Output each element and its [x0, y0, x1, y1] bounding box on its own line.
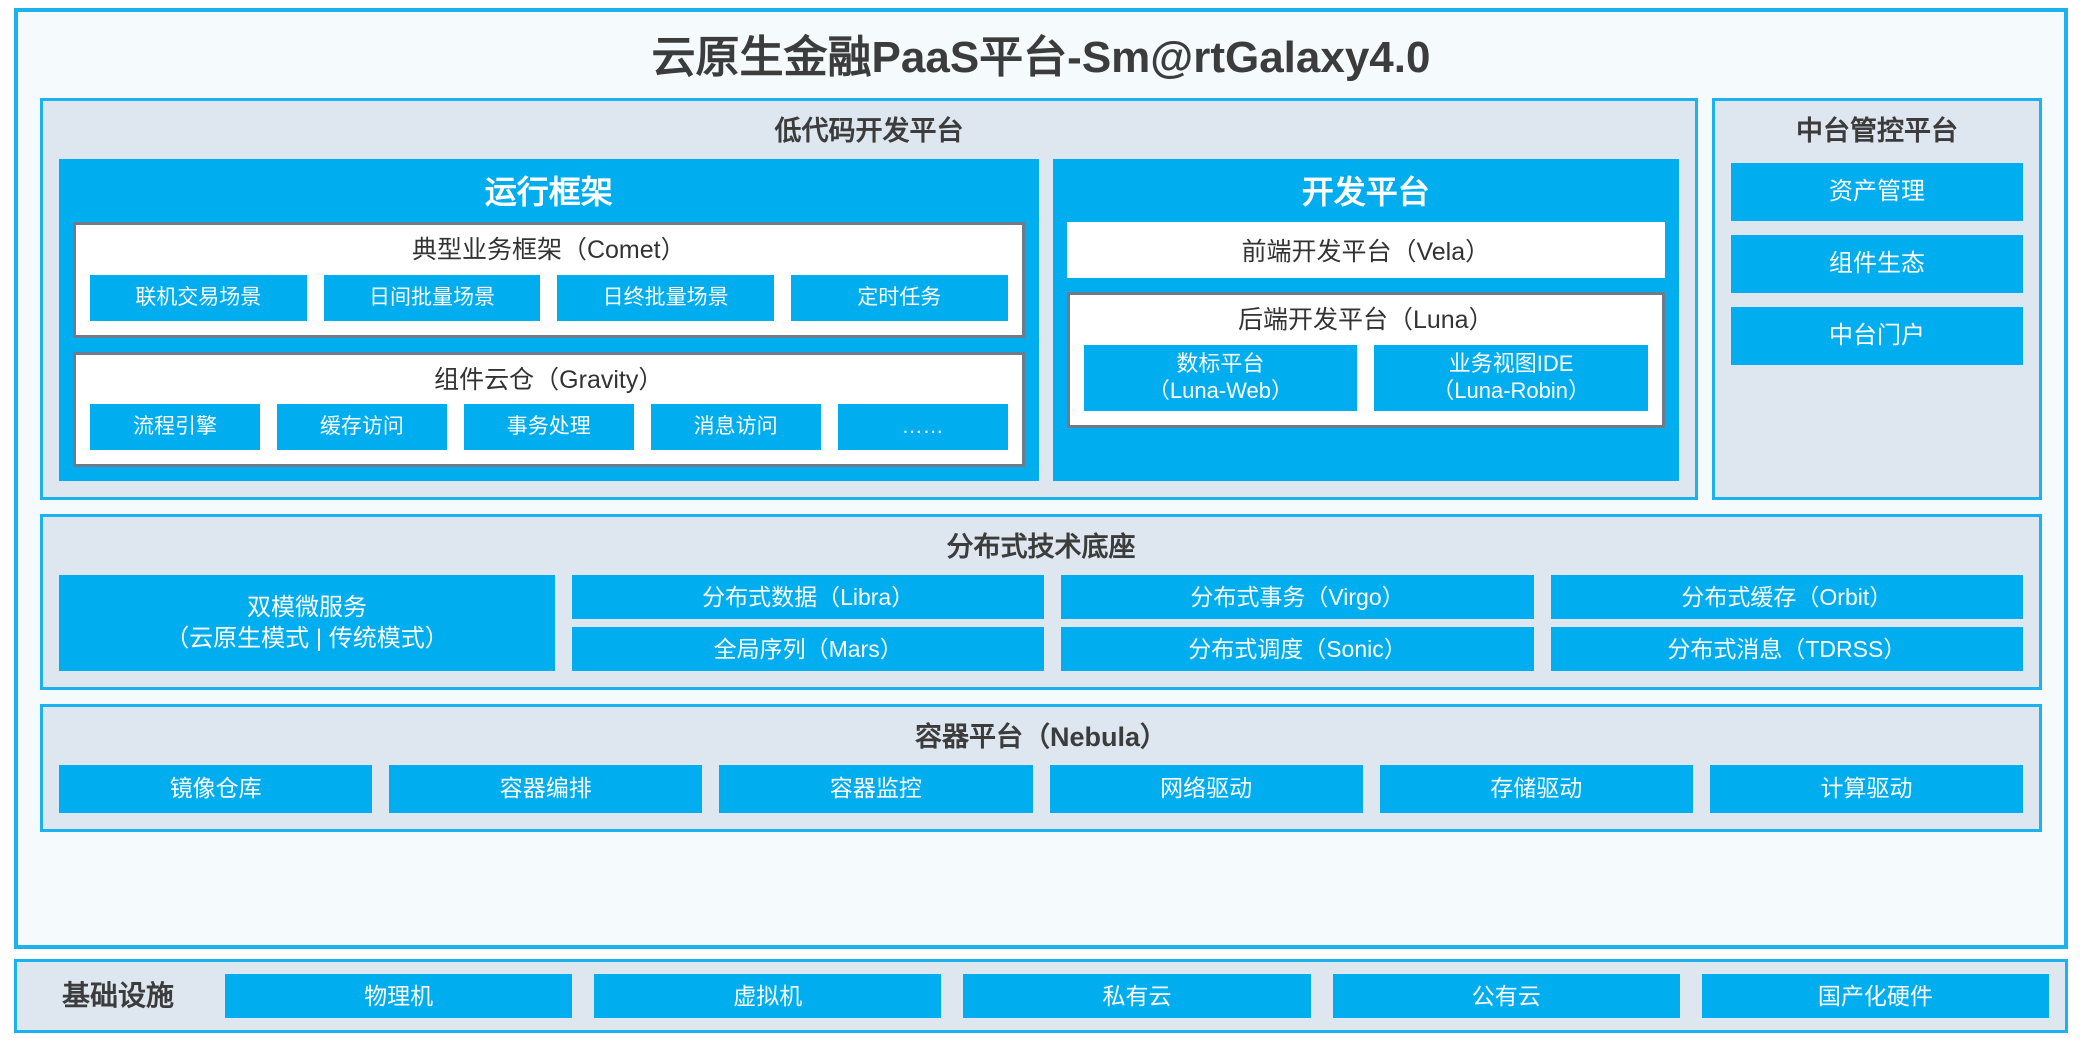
- container-tile-monitoring[interactable]: 容器监控: [719, 764, 1033, 813]
- infrastructure-tile-row: 物理机 虚拟机 私有云 公有云 国产化硬件: [225, 974, 2050, 1018]
- midctrl-tile-asset-management[interactable]: 资产管理: [1731, 163, 2023, 222]
- dist-tile-mars[interactable]: 全局序列（Mars）: [571, 626, 1045, 671]
- gravity-tile-ellipsis[interactable]: ……: [837, 404, 1008, 451]
- comet-tile-scheduled-task[interactable]: 定时任务: [790, 274, 1008, 321]
- container-tile-compute-driver[interactable]: 计算驱动: [1709, 764, 2024, 813]
- gravity-tile-row: 流程引擎 缓存访问 事务处理 消息访问 ……: [90, 404, 1008, 451]
- card-comet: 典型业务框架（Comet） 联机交易场景 日间批量场景 日终批量场景 定时任务: [73, 222, 1025, 338]
- dist-column-1: 分布式数据（Libra） 全局序列（Mars）: [571, 574, 1045, 671]
- dist-column-2: 分布式事务（Virgo） 分布式调度（Sonic）: [1061, 574, 1534, 671]
- platform-main-card: 云原生金融PaaS平台-Sm@rtGalaxy4.0 低代码开发平台 运行框架 …: [14, 8, 2068, 949]
- page-title: 云原生金融PaaS平台-Sm@rtGalaxy4.0: [651, 33, 1431, 82]
- dist-tile-virgo[interactable]: 分布式事务（Virgo）: [1061, 574, 1534, 619]
- card-luna: 后端开发平台（Luna） 数标平台 （Luna-Web） 业务视图IDE （Lu…: [1066, 292, 1665, 428]
- container-platform-title: 容器平台（Nebula）: [914, 721, 1168, 752]
- infra-tile-domestic-hardware[interactable]: 国产化硬件: [1701, 974, 2050, 1018]
- panel-midctrl-platform: 中台管控平台 资产管理 组件生态 中台门户: [1712, 98, 2042, 501]
- panel-distributed-base: 分布式技术底座 双模微服务 （云原生模式 | 传统模式） 分布式数据（Libra…: [40, 514, 2042, 690]
- gravity-tile-cache-access[interactable]: 缓存访问: [276, 404, 447, 451]
- comet-tile-eod-batch[interactable]: 日终批量场景: [557, 274, 774, 321]
- container-tile-orchestration[interactable]: 容器编排: [389, 764, 703, 813]
- dist-tile-sonic[interactable]: 分布式调度（Sonic）: [1061, 626, 1534, 671]
- panel-lowcode-platform: 低代码开发平台 运行框架 典型业务框架（Comet） 联机交易场景 日间批量场景…: [40, 98, 1698, 501]
- luna-tile-luna-robin[interactable]: 业务视图IDE （Luna-Robin）: [1374, 344, 1649, 411]
- comet-tile-online-transaction[interactable]: 联机交易场景: [90, 274, 307, 321]
- dist-wide-column: 双模微服务 （云原生模式 | 传统模式）: [59, 574, 555, 671]
- group-dev-platform: 开发平台 前端开发平台（Vela） 后端开发平台（Luna） 数标平台 （Lun…: [1052, 159, 1679, 482]
- dist-tile-dual-mode-microservice[interactable]: 双模微服务 （云原生模式 | 传统模式）: [59, 574, 555, 671]
- gravity-tile-message-access[interactable]: 消息访问: [650, 404, 821, 451]
- luna-title: 后端开发平台（Luna）: [1237, 306, 1494, 335]
- distributed-base-title: 分布式技术底座: [946, 532, 1136, 563]
- midctrl-item-list: 资产管理 组件生态 中台门户: [1731, 159, 2023, 481]
- gravity-title: 组件云仓（Gravity）: [434, 365, 664, 394]
- distributed-base-body: 双模微服务 （云原生模式 | 传统模式） 分布式数据（Libra） 全局序列（M…: [59, 574, 2023, 671]
- luna-tile-luna-web[interactable]: 数标平台 （Luna-Web）: [1083, 344, 1358, 411]
- panel-infrastructure: 基础设施 物理机 虚拟机 私有云 公有云 国产化硬件: [14, 959, 2068, 1033]
- gravity-tile-transaction-processing[interactable]: 事务处理: [463, 404, 634, 451]
- luna-tile-row: 数标平台 （Luna-Web） 业务视图IDE （Luna-Robin）: [1083, 344, 1649, 411]
- comet-tile-intraday-batch[interactable]: 日间批量场景: [323, 274, 541, 321]
- midctrl-platform-title: 中台管控平台: [1796, 116, 1958, 147]
- dist-tile-libra[interactable]: 分布式数据（Libra）: [571, 574, 1045, 619]
- infrastructure-label: 基础设施: [61, 979, 174, 1011]
- container-tile-storage-driver[interactable]: 存储驱动: [1379, 764, 1693, 813]
- panel-container-platform: 容器平台（Nebula） 镜像仓库 容器编排 容器监控 网络驱动 存储驱动 计算…: [40, 703, 2042, 832]
- dev-platform-title: 开发平台: [1301, 174, 1430, 211]
- container-platform-tile-row: 镜像仓库 容器编排 容器监控 网络驱动 存储驱动 计算驱动: [59, 764, 2024, 813]
- comet-title: 典型业务框架（Comet）: [411, 236, 686, 265]
- gravity-tile-process-engine[interactable]: 流程引擎: [90, 404, 260, 451]
- card-gravity: 组件云仓（Gravity） 流程引擎 缓存访问 事务处理 消息访问 ……: [73, 351, 1025, 468]
- infra-tile-private-cloud[interactable]: 私有云: [963, 974, 1311, 1018]
- infra-tile-public-cloud[interactable]: 公有云: [1332, 974, 1680, 1018]
- lowcode-platform-title: 低代码开发平台: [774, 116, 964, 147]
- comet-tile-row: 联机交易场景 日间批量场景 日终批量场景 定时任务: [90, 274, 1008, 321]
- row-lowcode-and-midctrl: 低代码开发平台 运行框架 典型业务框架（Comet） 联机交易场景 日间批量场景…: [40, 98, 2042, 501]
- dist-tile-tdrss[interactable]: 分布式消息（TDRSS）: [1550, 626, 2023, 671]
- lowcode-platform-body: 运行框架 典型业务框架（Comet） 联机交易场景 日间批量场景 日终批量场景 …: [59, 159, 1679, 482]
- runtime-framework-title: 运行框架: [484, 174, 613, 211]
- container-tile-network-driver[interactable]: 网络驱动: [1049, 764, 1363, 813]
- infra-tile-physical-machine[interactable]: 物理机: [225, 974, 573, 1018]
- group-runtime-framework: 运行框架 典型业务框架（Comet） 联机交易场景 日间批量场景 日终批量场景 …: [59, 159, 1039, 482]
- dist-tile-orbit[interactable]: 分布式缓存（Orbit）: [1550, 574, 2023, 619]
- infra-tile-virtual-machine[interactable]: 虚拟机: [594, 974, 942, 1018]
- midctrl-tile-midctrl-portal[interactable]: 中台门户: [1731, 307, 2023, 366]
- tile-frontend-vela[interactable]: 前端开发平台（Vela）: [1066, 222, 1665, 279]
- dist-column-3: 分布式缓存（Orbit） 分布式消息（TDRSS）: [1550, 574, 2023, 671]
- midctrl-tile-component-ecosystem[interactable]: 组件生态: [1731, 235, 2023, 294]
- container-tile-image-registry[interactable]: 镜像仓库: [59, 764, 373, 813]
